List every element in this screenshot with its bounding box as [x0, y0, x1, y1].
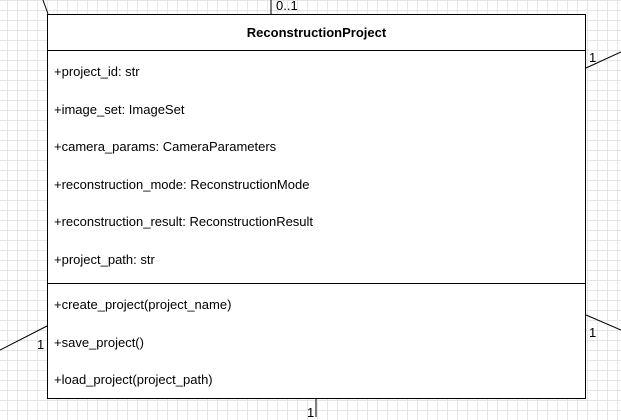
- attributes-section: +project_id: str +image_set: ImageSet +c…: [48, 51, 585, 284]
- attribute-reconstruction-mode[interactable]: +reconstruction_mode: ReconstructionMode: [54, 176, 310, 192]
- operations-section: +create_project(project_name) +save_proj…: [48, 284, 585, 399]
- attribute-camera-params[interactable]: +camera_params: CameraParameters: [54, 139, 277, 155]
- multiplicity-bottom: 1: [307, 405, 315, 420]
- multiplicity-left-lower: 1: [37, 337, 45, 352]
- operation-save-project[interactable]: +save_project(): [54, 334, 144, 350]
- class-reconstruction-project[interactable]: ReconstructionProject +project_id: str +…: [47, 14, 586, 399]
- attribute-image-set[interactable]: +image_set: ImageSet: [54, 101, 185, 117]
- edge-top-left[interactable]: [42, 0, 49, 15]
- operation-create-project[interactable]: +create_project(project_name): [54, 297, 232, 312]
- multiplicity-right-lower: 1: [589, 325, 597, 340]
- operation-load-project[interactable]: +load_project(project_path): [54, 372, 213, 388]
- edge-left-lower[interactable]: [0, 325, 48, 351]
- class-name: ReconstructionProject: [48, 15, 585, 51]
- edge-right-upper[interactable]: [585, 51, 621, 69]
- multiplicity-top: 0..1: [276, 0, 298, 13]
- edge-right-lower[interactable]: [585, 314, 621, 331]
- attribute-reconstruction-result[interactable]: +reconstruction_result: ReconstructionRe…: [54, 214, 314, 230]
- attribute-project-id[interactable]: +project_id: str: [54, 64, 140, 79]
- multiplicity-right-upper: 1: [589, 50, 597, 65]
- attribute-project-path[interactable]: +project_path: str: [54, 251, 155, 267]
